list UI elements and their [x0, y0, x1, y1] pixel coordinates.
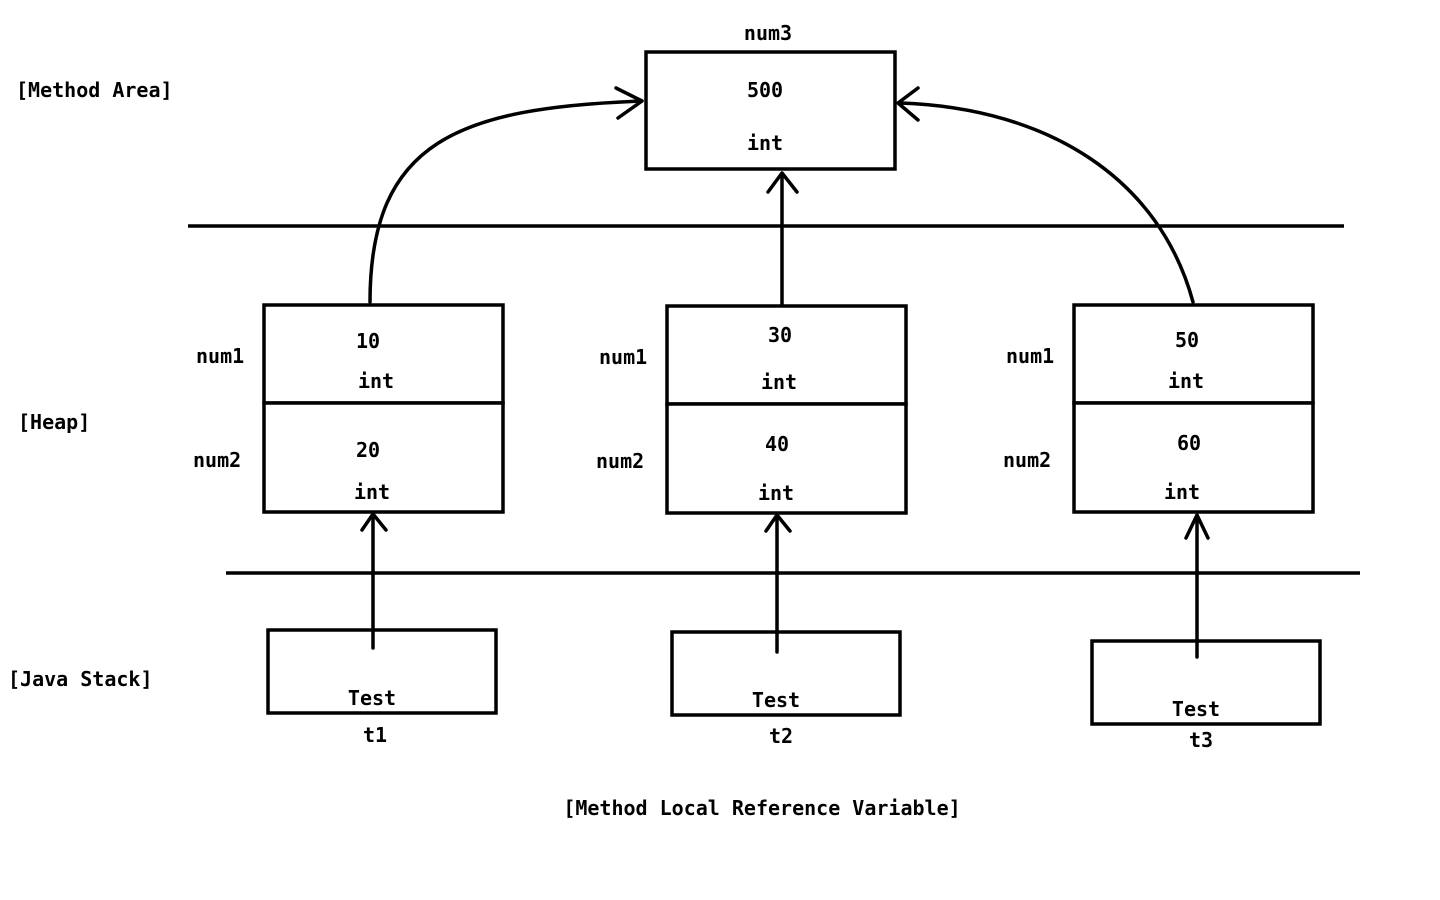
arrow-t3-to-object-3 — [1184, 513, 1210, 659]
object-3-num2-label: num2 — [1003, 448, 1051, 472]
object-3-num1-value: 50 — [1175, 328, 1199, 352]
object-2-num1-value: 30 — [768, 323, 792, 347]
object-1-num2-type: int — [354, 480, 390, 504]
arrow-object-2-to-num3 — [766, 171, 799, 306]
heap-label: [Heap] — [18, 410, 90, 434]
arrow-t1-to-object-1 — [360, 512, 388, 650]
object-1-num1-value: 10 — [356, 329, 380, 353]
object-2-num2-label: num2 — [596, 449, 644, 473]
static-var-value: 500 — [747, 78, 783, 102]
ref-t1-box — [266, 628, 498, 715]
object-1-num2-box — [262, 401, 505, 514]
ref-t2-type: Test — [752, 688, 800, 712]
object-3-num1-box — [1072, 303, 1315, 405]
arrow-object-3-to-num3 — [896, 86, 1195, 304]
object-1-num2-label: num2 — [193, 448, 241, 472]
object-1-num1-type: int — [358, 369, 394, 393]
stack-ref-t1: Test t1 — [266, 628, 498, 747]
ref-t2-box — [670, 630, 902, 717]
object-3-num1-label: num1 — [1006, 344, 1054, 368]
object-3-num2-box — [1072, 401, 1315, 514]
ref-t3-name: t3 — [1189, 728, 1213, 752]
object-1-num1-label: num1 — [196, 344, 244, 368]
stack-ref-t3: Test t3 — [1090, 639, 1322, 752]
static-var-num3: num3 500 int — [644, 21, 897, 171]
object-2-num1-label: num1 — [599, 345, 647, 369]
object-1-num2-value: 20 — [356, 438, 380, 462]
ref-t2-name: t2 — [769, 724, 793, 748]
object-1-num1-box — [262, 303, 505, 405]
java-stack-label: [Java Stack] — [8, 667, 153, 691]
footer-caption: [Method Local Reference Variable] — [563, 796, 960, 820]
object-3-num2-type: int — [1164, 480, 1200, 504]
arrow-t2-to-object-2 — [764, 513, 792, 654]
ref-t1-name: t1 — [363, 723, 387, 747]
object-2-num2-value: 40 — [765, 432, 789, 456]
arrow-object-1-to-num3 — [368, 86, 644, 304]
static-var-type: int — [747, 131, 783, 155]
object-3-num2-value: 60 — [1177, 431, 1201, 455]
object-3-num1-type: int — [1168, 369, 1204, 393]
ref-t3-box — [1090, 639, 1322, 726]
object-2-num2-type: int — [758, 481, 794, 505]
stack-ref-t2: Test t2 — [670, 630, 902, 748]
object-2-num1-type: int — [761, 370, 797, 394]
heap-object-1: num1 10 int num2 20 int — [193, 303, 505, 514]
object-2-num2-box — [665, 402, 908, 515]
ref-t3-type: Test — [1172, 697, 1220, 721]
heap-object-3: num1 50 int num2 60 int — [1003, 303, 1315, 514]
method-area-label: [Method Area] — [16, 78, 173, 102]
heap-object-2: num1 30 int num2 40 int — [596, 304, 908, 515]
object-2-num1-box — [665, 304, 908, 406]
ref-t1-type: Test — [348, 686, 396, 710]
static-var-name: num3 — [744, 21, 792, 45]
static-var-box — [644, 50, 897, 171]
